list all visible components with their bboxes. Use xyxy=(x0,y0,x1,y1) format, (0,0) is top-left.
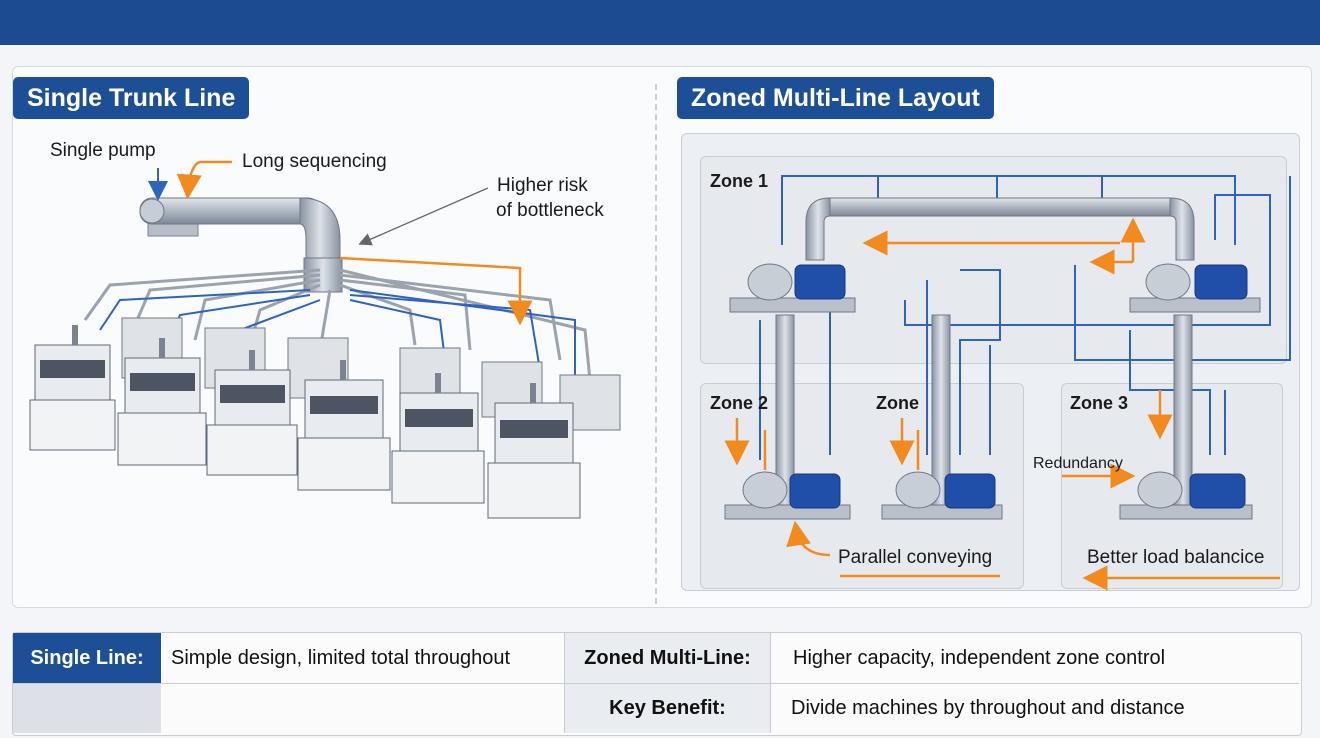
distribution-lines xyxy=(83,268,592,381)
zoned-line-key: Zoned Multi-Line: xyxy=(565,633,771,683)
zone-mid-label: Zone xyxy=(876,393,919,413)
zoned-blue-lines xyxy=(759,175,1291,460)
long-sequencing-label: Long sequencing xyxy=(242,151,387,172)
zone3-label: Zone 3 xyxy=(1070,393,1129,413)
load-balance-label: Better load balancice xyxy=(1087,547,1265,568)
long-sequencing-arrow xyxy=(176,160,232,200)
machines-left xyxy=(29,317,621,519)
center-divider xyxy=(655,84,657,604)
zoned-orange-flows xyxy=(724,217,1280,591)
single-trunk-title: Single Trunk Line xyxy=(13,77,250,119)
higher-risk-label-2: of bottleneck xyxy=(496,200,604,221)
top-banner xyxy=(0,0,1320,45)
redundancy-label: Redundancy xyxy=(1033,455,1123,472)
key-benefit-value: Divide machines by throughout and distan… xyxy=(771,683,1299,733)
single-pump-label: Single pump xyxy=(50,140,156,161)
zone-manifold xyxy=(775,197,1195,506)
trunk-pipe xyxy=(139,197,343,293)
zone2-label: Zone 2 xyxy=(710,393,769,413)
parallel-conveying-label: Parallel conveying xyxy=(838,547,993,568)
key-benefit-key: Key Benefit: xyxy=(565,683,771,733)
zoned-line-value: Higher capacity, independent zone contro… xyxy=(793,646,1166,669)
pump-units xyxy=(724,263,1261,520)
empty-value-cell xyxy=(161,683,565,733)
bottleneck-arrow xyxy=(358,187,489,246)
single-line-value: Simple design, limited total throughout xyxy=(161,633,565,683)
higher-risk-label-1: Higher risk xyxy=(497,175,588,196)
single-line-key: Single Line: xyxy=(13,633,161,683)
zone1-label: Zone 1 xyxy=(710,171,769,191)
zoned-layout-title: Zoned Multi-Line Layout xyxy=(677,77,994,119)
empty-key-cell xyxy=(13,683,161,733)
sequencing-flow xyxy=(339,256,533,326)
